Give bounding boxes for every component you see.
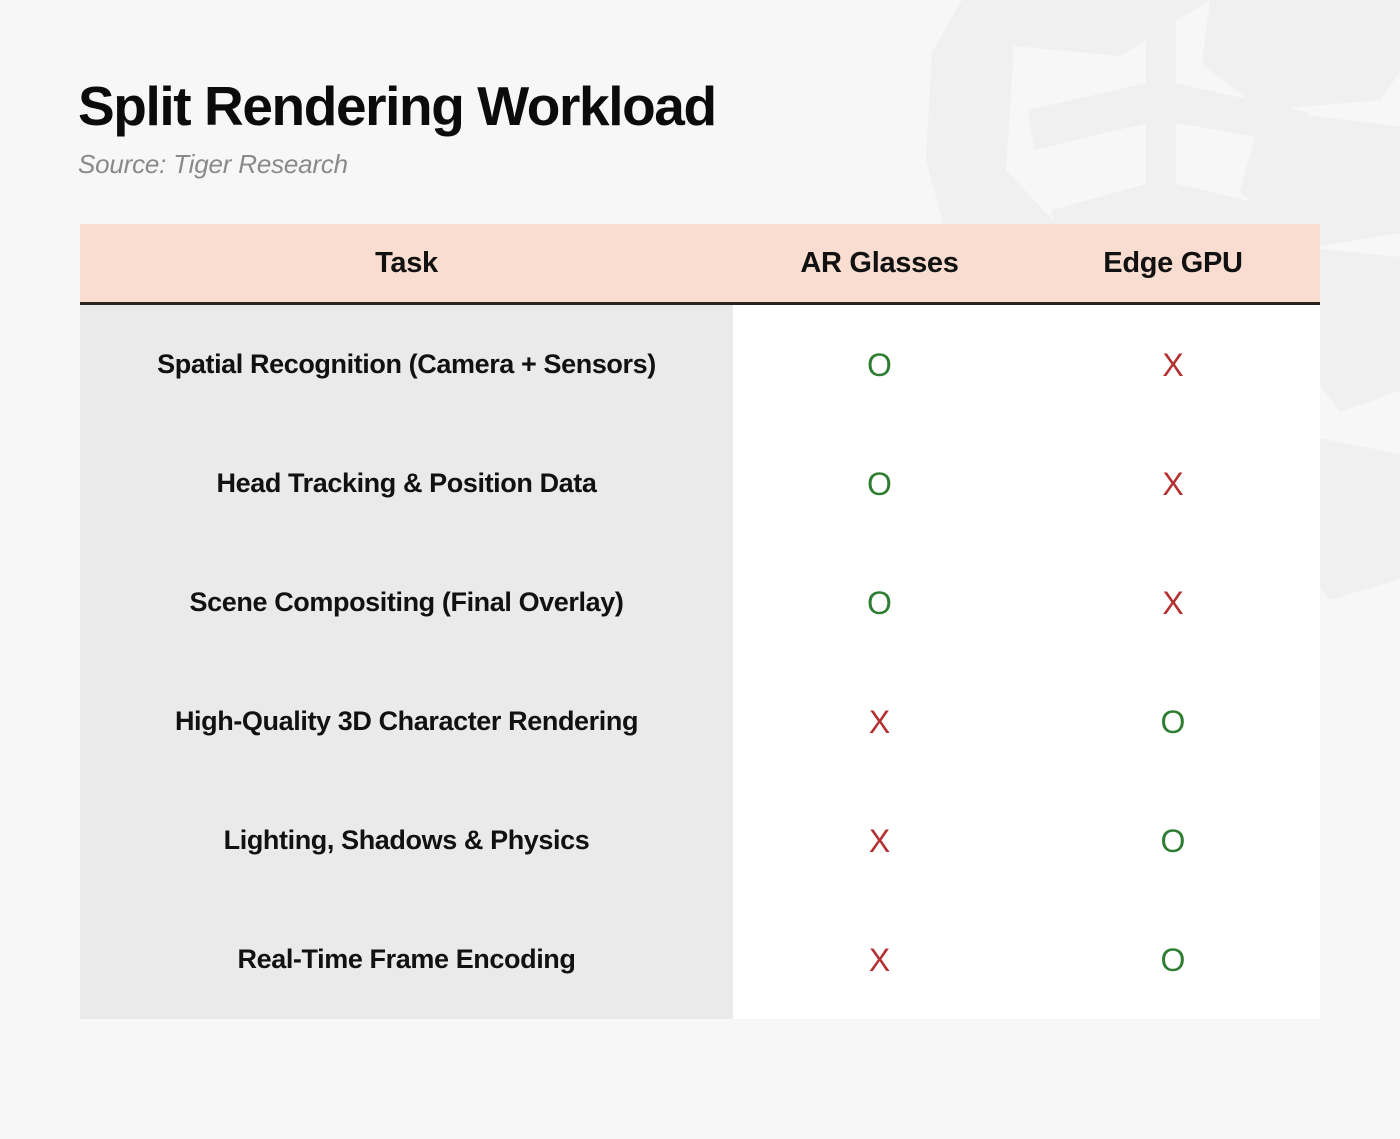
cell-edge-gpu: X	[1026, 543, 1320, 662]
not-supported-mark-icon: X	[868, 822, 891, 859]
page-title: Split Rendering Workload	[78, 75, 717, 137]
cell-ar-glasses: X	[733, 900, 1026, 1019]
task-label: Head Tracking & Position Data	[80, 424, 733, 543]
column-header-edge-gpu[interactable]: Edge GPU	[1026, 224, 1320, 305]
supported-mark-icon: O	[1160, 703, 1186, 740]
table-row: Spatial Recognition (Camera + Sensors) O X	[80, 303, 1320, 424]
task-label: Real-Time Frame Encoding	[80, 900, 733, 1019]
page-header: Split Rendering Workload Source: Tiger R…	[78, 75, 717, 180]
cell-edge-gpu: X	[1026, 424, 1320, 543]
not-supported-mark-icon: X	[1162, 346, 1184, 383]
task-label: Scene Compositing (Final Overlay)	[80, 543, 733, 662]
cell-ar-glasses: O	[733, 543, 1026, 662]
table-row: Head Tracking & Position Data O X	[80, 424, 1320, 543]
column-header-task[interactable]: Task	[80, 224, 733, 305]
page-source: Source: Tiger Research	[78, 149, 348, 180]
table-header: Task AR Glasses Edge GPU	[80, 224, 1320, 305]
not-supported-mark-icon: X	[1162, 584, 1184, 621]
cell-ar-glasses: O	[733, 424, 1026, 543]
table-header-row: Task AR Glasses Edge GPU	[80, 224, 1320, 305]
task-label: Lighting, Shadows & Physics	[80, 781, 733, 900]
table-row: Scene Compositing (Final Overlay) O X	[80, 543, 1320, 662]
cell-ar-glasses: X	[733, 781, 1026, 900]
cell-edge-gpu: X	[1026, 303, 1320, 424]
task-label: High-Quality 3D Character Rendering	[80, 662, 733, 781]
supported-mark-icon: O	[1160, 941, 1186, 978]
supported-mark-icon: O	[867, 346, 892, 383]
supported-mark-icon: O	[867, 584, 892, 621]
cell-edge-gpu: O	[1026, 781, 1320, 900]
workload-matrix: Task AR Glasses Edge GPU Spatial Recogni…	[80, 224, 1320, 1019]
table-body: Spatial Recognition (Camera + Sensors) O X…	[80, 303, 1320, 1019]
task-label: Spatial Recognition (Camera + Sensors)	[80, 303, 733, 424]
cell-edge-gpu: O	[1026, 662, 1320, 781]
not-supported-mark-icon: X	[868, 941, 891, 978]
supported-mark-icon: O	[867, 465, 892, 502]
not-supported-mark-icon: X	[1162, 465, 1184, 502]
table-row: High-Quality 3D Character Rendering X O	[80, 662, 1320, 781]
supported-mark-icon: O	[1160, 822, 1186, 859]
cell-ar-glasses: O	[733, 303, 1026, 424]
column-header-ar-glasses[interactable]: AR Glasses	[733, 224, 1026, 305]
cell-ar-glasses: X	[733, 662, 1026, 781]
split-rendering-table: Task AR Glasses Edge GPU Spatial Recogni…	[80, 224, 1320, 1019]
not-supported-mark-icon: X	[868, 703, 891, 740]
table-row: Real-Time Frame Encoding X O	[80, 900, 1320, 1019]
cell-edge-gpu: O	[1026, 900, 1320, 1019]
table-row: Lighting, Shadows & Physics X O	[80, 781, 1320, 900]
